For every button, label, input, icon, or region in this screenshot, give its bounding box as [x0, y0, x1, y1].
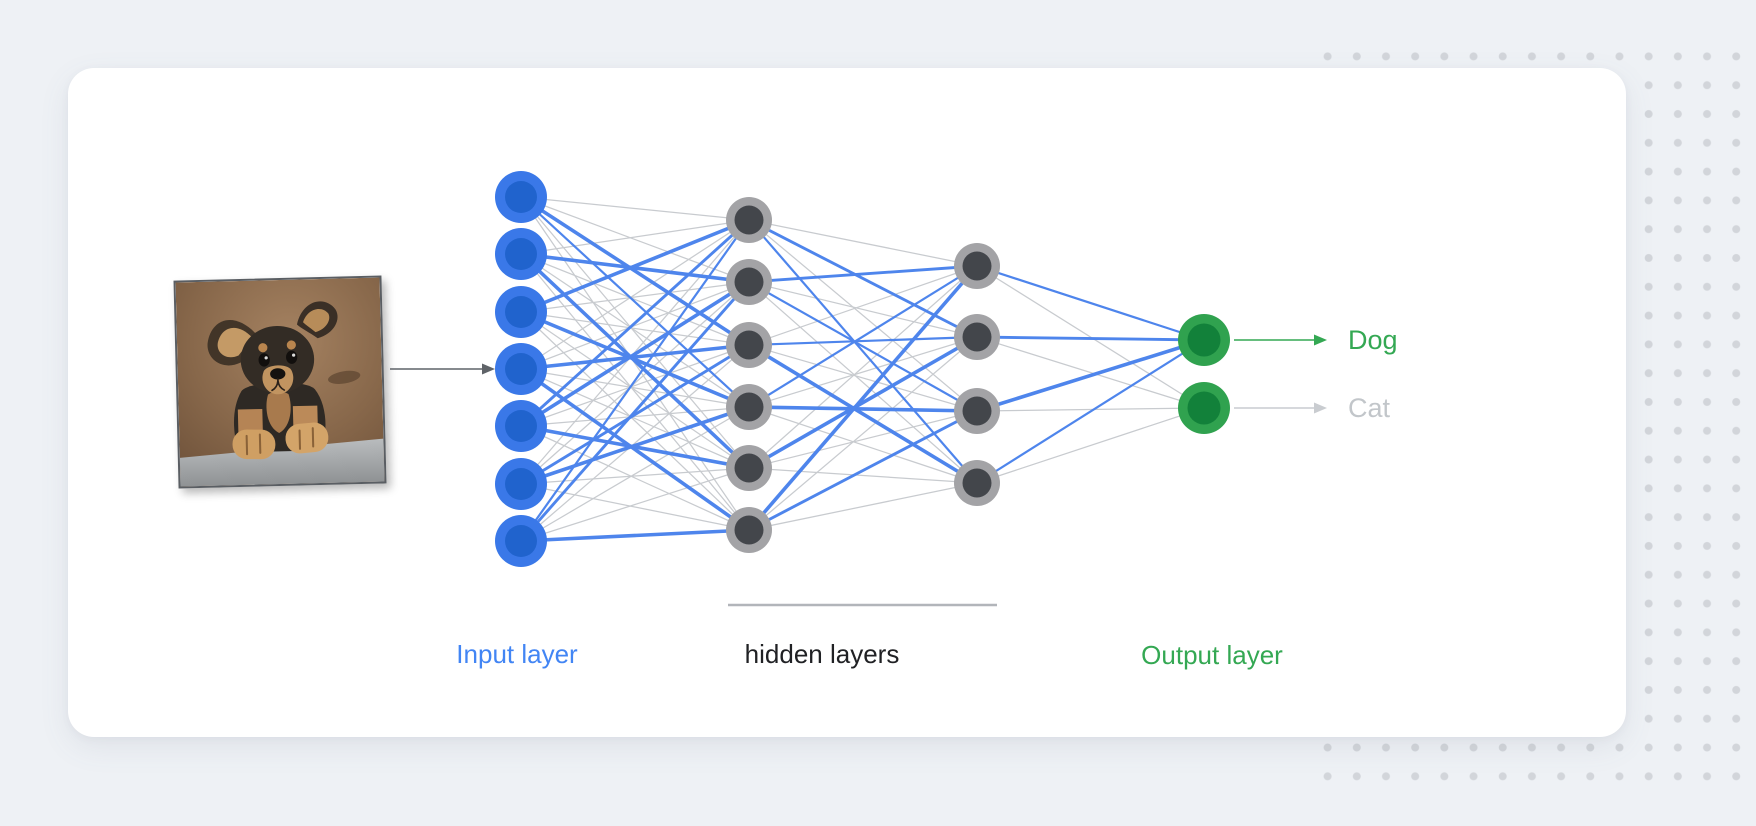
class-label-dog: Dog	[1348, 325, 1398, 355]
class-label-cat: Cat	[1348, 393, 1391, 423]
puppy-photo-frame	[173, 275, 387, 489]
puppy-illustration	[175, 277, 385, 487]
hidden-layers-label: hidden layers	[744, 639, 900, 669]
input-layer-label: Input layer	[456, 639, 578, 669]
output-layer-label: Output layer	[1141, 640, 1283, 670]
